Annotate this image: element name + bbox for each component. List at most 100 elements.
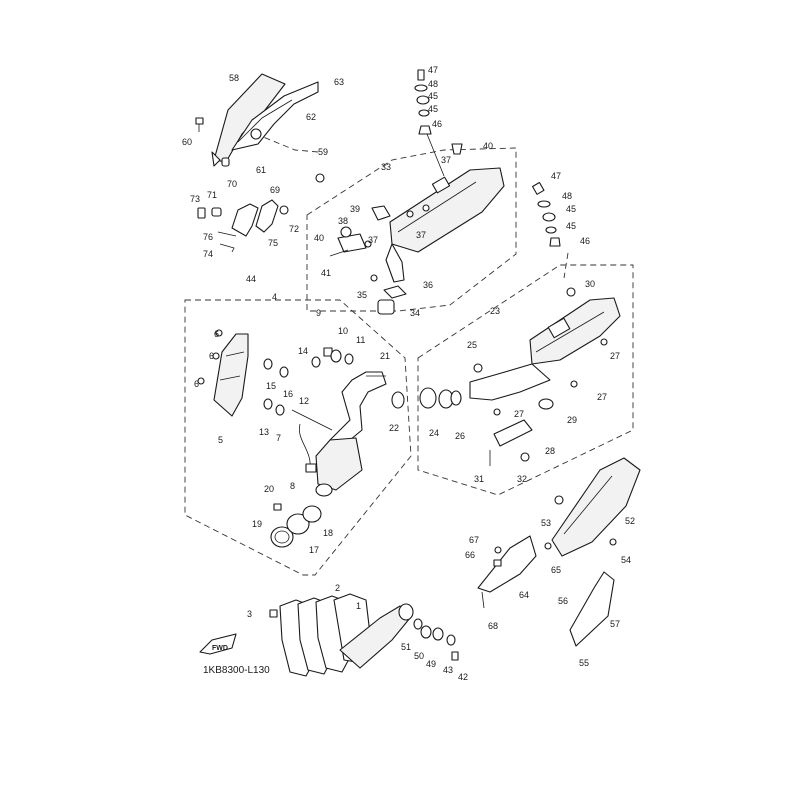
callout-10: 10: [338, 326, 348, 336]
callout-49: 49: [426, 659, 436, 669]
callout-43: 43: [443, 665, 453, 675]
callout-5: 5: [218, 435, 223, 445]
callout-36: 36: [423, 280, 433, 290]
callout-9: 9: [316, 308, 321, 318]
callout-3: 3: [247, 609, 252, 619]
callout-31: 31: [474, 474, 484, 484]
callout-14: 14: [298, 346, 308, 356]
callout-12: 12: [299, 396, 309, 406]
callout-40: 40: [483, 141, 493, 151]
callout-71: 71: [207, 190, 217, 200]
callout-64: 64: [519, 590, 529, 600]
diagram-code: 1KB8300-L130: [203, 665, 270, 676]
callout-67: 67: [469, 535, 479, 545]
callout-4: 4: [272, 292, 277, 302]
callout-51: 51: [401, 642, 411, 652]
catalyst-pipe-21: [315, 371, 387, 497]
silencer-23: [469, 287, 621, 466]
callout-6: 6: [194, 379, 199, 389]
callout-34: 34: [410, 308, 420, 318]
gaskets-17-19: [270, 503, 322, 548]
callout-53: 53: [541, 518, 551, 528]
callout-28: 28: [545, 446, 555, 456]
callout-73: 73: [190, 194, 200, 204]
callout-30: 30: [585, 279, 595, 289]
callout-42: 42: [458, 672, 468, 682]
exhaust-header-1: [269, 593, 414, 677]
callout-19: 19: [252, 519, 262, 529]
side-stack-hardware: [531, 181, 561, 247]
callout-63: 63: [334, 77, 344, 87]
callout-58: 58: [229, 73, 239, 83]
callout-55: 55: [579, 658, 589, 668]
callout-27: 27: [514, 409, 524, 419]
callout-37: 37: [416, 230, 426, 240]
group-frame-23: [417, 264, 634, 496]
callout-47: 47: [551, 171, 561, 181]
o2-sensor-8: [298, 423, 317, 473]
frame-connector: [563, 252, 569, 279]
bracket-69: [197, 199, 289, 253]
callout-45: 45: [428, 91, 438, 101]
callout-37: 37: [441, 155, 451, 165]
callout-23: 23: [490, 306, 500, 316]
callout-22: 22: [389, 423, 399, 433]
callout-46: 46: [580, 236, 590, 246]
callout-17: 17: [309, 545, 319, 555]
callout-2: 2: [335, 583, 340, 593]
callout-8: 8: [290, 481, 295, 491]
callout-40: 40: [314, 233, 324, 243]
callout-6: 6: [214, 329, 219, 339]
group-frame-4: [184, 299, 412, 576]
callout-39: 39: [350, 204, 360, 214]
top-stack-hardware: [414, 69, 463, 177]
callout-60: 60: [182, 137, 192, 147]
upper-heat-cover: [211, 73, 319, 167]
callout-24: 24: [429, 428, 439, 438]
callout-61: 61: [256, 165, 266, 175]
callout-68: 68: [488, 621, 498, 631]
callout-69: 69: [270, 185, 280, 195]
lower-cover-55: [569, 571, 615, 647]
header-fasteners: [413, 618, 459, 661]
callout-20: 20: [264, 484, 274, 494]
callout-52: 52: [625, 516, 635, 526]
callout-57: 57: [610, 619, 620, 629]
callout-15: 15: [266, 381, 276, 391]
callout-33: 33: [381, 162, 391, 172]
callout-72: 72: [289, 224, 299, 234]
muffler-33: [329, 167, 505, 283]
callout-21: 21: [380, 351, 390, 361]
small-bolt-60: [195, 117, 204, 132]
grommet-70: [221, 157, 230, 167]
heat-shield-5: [197, 329, 249, 417]
callout-45: 45: [566, 221, 576, 231]
frame-connector: [245, 129, 319, 153]
callout-32: 32: [517, 474, 527, 484]
callout-48: 48: [562, 191, 572, 201]
callout-26: 26: [455, 431, 465, 441]
nut-59: [315, 173, 325, 183]
callout-70: 70: [227, 179, 237, 189]
callout-6: 6: [209, 351, 214, 361]
clamp-36: [370, 274, 407, 299]
side-cover-52: [551, 457, 641, 557]
callout-38: 38: [338, 216, 348, 226]
callout-16: 16: [283, 389, 293, 399]
callout-27: 27: [610, 351, 620, 361]
callout-75: 75: [268, 238, 278, 248]
collar-parts: [263, 347, 354, 431]
callout-45: 45: [428, 104, 438, 114]
callout-54: 54: [621, 555, 631, 565]
callout-46: 46: [432, 119, 442, 129]
callout-45: 45: [566, 204, 576, 214]
callout-44: 44: [246, 274, 256, 284]
callout-18: 18: [323, 528, 333, 538]
callout-29: 29: [567, 415, 577, 425]
bracket-64: [477, 535, 552, 609]
group-frame-33: [306, 147, 517, 312]
callout-13: 13: [259, 427, 269, 437]
callout-65: 65: [551, 565, 561, 575]
